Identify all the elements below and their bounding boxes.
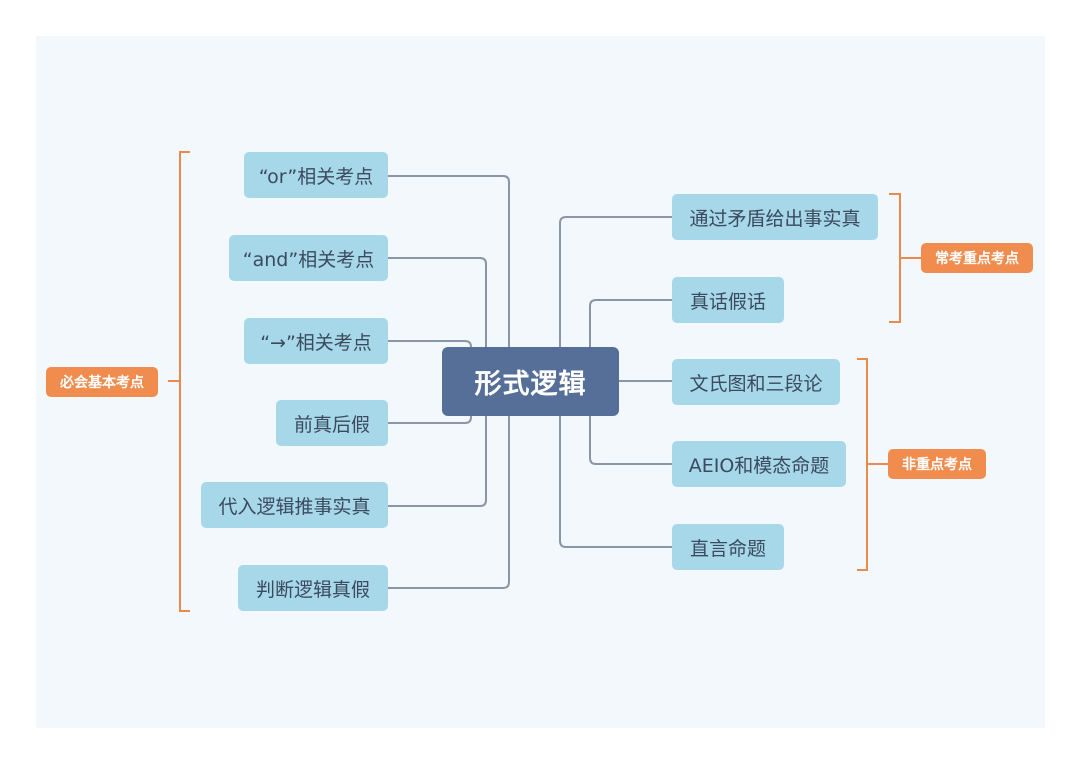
topic-true-false[interactable]: 前真后假 bbox=[276, 400, 388, 446]
topic-truth-lie[interactable]: 真话假话 bbox=[672, 277, 784, 323]
connector-right-3 bbox=[589, 381, 672, 465]
connector-right-1 bbox=[589, 299, 672, 381]
central-topic[interactable]: 形式逻辑 bbox=[442, 347, 619, 416]
connector-left-3 bbox=[388, 381, 472, 424]
connector-right-4 bbox=[559, 381, 672, 548]
topic-venn-syllogism[interactable]: 文氏图和三段论 bbox=[672, 359, 840, 405]
connector-left-5 bbox=[388, 381, 510, 589]
bracket-left bbox=[179, 151, 190, 612]
connector-left-2 bbox=[388, 340, 472, 381]
tag-frequent[interactable]: 常考重点考点 bbox=[921, 243, 1033, 273]
topic-or[interactable]: “or”相关考点 bbox=[244, 152, 388, 198]
bracket-frequent bbox=[889, 193, 901, 323]
topic-and[interactable]: “and”相关考点 bbox=[229, 235, 388, 281]
topic-substitute-logic[interactable]: 代入逻辑推事实真 bbox=[201, 482, 388, 528]
connector-right-0 bbox=[559, 216, 672, 381]
connector-left-1 bbox=[388, 257, 487, 381]
topic-arrow[interactable]: “→”相关考点 bbox=[244, 318, 388, 364]
topic-contradiction[interactable]: 通过矛盾给出事实真 bbox=[672, 194, 878, 240]
topic-aeio-modal[interactable]: AEIO和模态命题 bbox=[672, 441, 846, 487]
tag-must-know[interactable]: 必会基本考点 bbox=[46, 367, 158, 397]
topic-judge-truth[interactable]: 判断逻辑真假 bbox=[238, 565, 388, 611]
mindmap-canvas: “or”相关考点 “and”相关考点 “→”相关考点 前真后假 代入逻辑推事实真… bbox=[36, 36, 1045, 728]
connector-lines bbox=[168, 151, 921, 612]
topic-categorical[interactable]: 直言命题 bbox=[672, 524, 784, 570]
connector-left-4 bbox=[388, 381, 487, 507]
connector-left-0 bbox=[388, 175, 510, 381]
bracket-non-key bbox=[857, 358, 868, 571]
tag-non-key[interactable]: 非重点考点 bbox=[888, 449, 986, 479]
